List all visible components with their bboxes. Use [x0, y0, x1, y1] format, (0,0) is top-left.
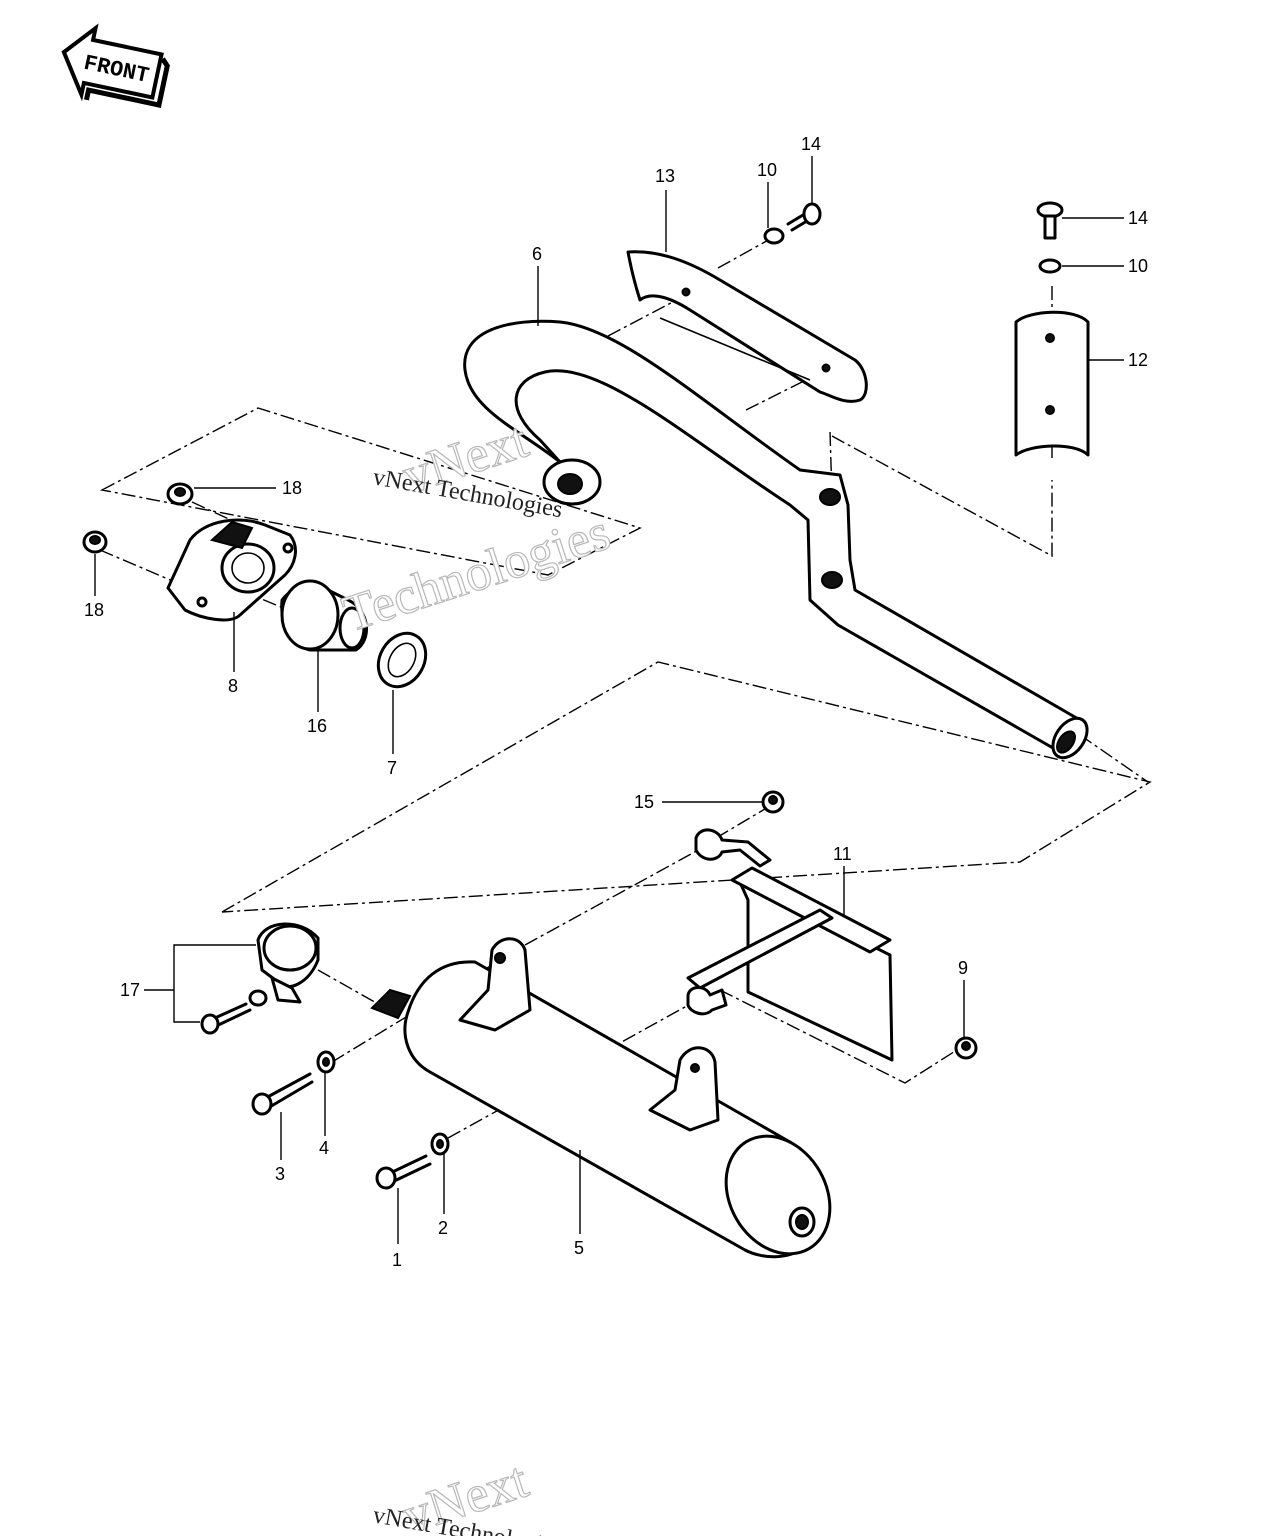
callout-14-right: 14: [1128, 208, 1148, 228]
nut-18-top: [166, 482, 194, 506]
bolt-1: [375, 1154, 432, 1190]
callout-10-top: 10: [757, 160, 777, 180]
clamp-bolt-17: [200, 1002, 252, 1035]
callout-11: 11: [833, 844, 852, 864]
callout-15: 15: [634, 792, 654, 812]
callout-3: 3: [275, 1164, 285, 1184]
svg-text:Technologies: Technologies: [336, 504, 617, 644]
washer-10-top: [763, 227, 785, 245]
leader-lines: [94, 156, 1124, 1244]
callout-1: 1: [392, 1250, 402, 1270]
bracket-dash-line: [831, 435, 1053, 558]
nut-9: [954, 1036, 978, 1060]
callout-18-left: 18: [84, 600, 104, 620]
clamp-washer-17: [248, 989, 268, 1007]
nut-15: [761, 790, 785, 814]
callout-17: 17: [120, 980, 140, 1000]
callout-13: 13: [655, 166, 675, 186]
pipe-heat-guard: [626, 250, 868, 403]
muffler-bracket: [686, 828, 894, 1062]
callout-4: 4: [319, 1138, 329, 1158]
nut-18-left: [82, 530, 108, 554]
muffler-clamp: [256, 922, 320, 1004]
callout-12: 12: [1128, 350, 1148, 370]
front-arrow-icon: FRONT: [61, 23, 170, 108]
washer-10-right: [1038, 258, 1062, 274]
gasket-ring: [376, 631, 428, 689]
washer-4: [316, 1050, 336, 1074]
watermark-bottom: vNext vNext Technologies: [371, 1451, 564, 1536]
callout-numbers: 1 2 3 4 5 6 7 8 9 10 10 11 12 13 14 14 1…: [84, 134, 1148, 1270]
callout-7: 7: [387, 758, 397, 778]
lower-dash-line: [719, 989, 961, 1084]
callout-8: 8: [228, 676, 238, 696]
callout-9: 9: [958, 958, 968, 978]
washer-2: [430, 1132, 450, 1156]
pipe-collar: [280, 579, 368, 652]
muffler: [370, 937, 832, 1259]
bolt-3: [251, 1072, 314, 1116]
callout-14-top: 14: [801, 134, 821, 154]
flange-assembly-outline: [99, 407, 642, 576]
heat-shield: [1014, 310, 1090, 457]
callout-16: 16: [307, 716, 327, 736]
screw-14-right: [1036, 201, 1064, 240]
callout-5: 5: [574, 1238, 584, 1258]
screw-14-top: [786, 202, 822, 232]
callout-18-top: 18: [282, 478, 302, 498]
callout-2: 2: [438, 1218, 448, 1238]
callout-10-right: 10: [1128, 256, 1148, 276]
exhaust-flange: [166, 518, 297, 622]
callout-6: 6: [532, 244, 542, 264]
exhaust-pipe: [463, 319, 1089, 760]
